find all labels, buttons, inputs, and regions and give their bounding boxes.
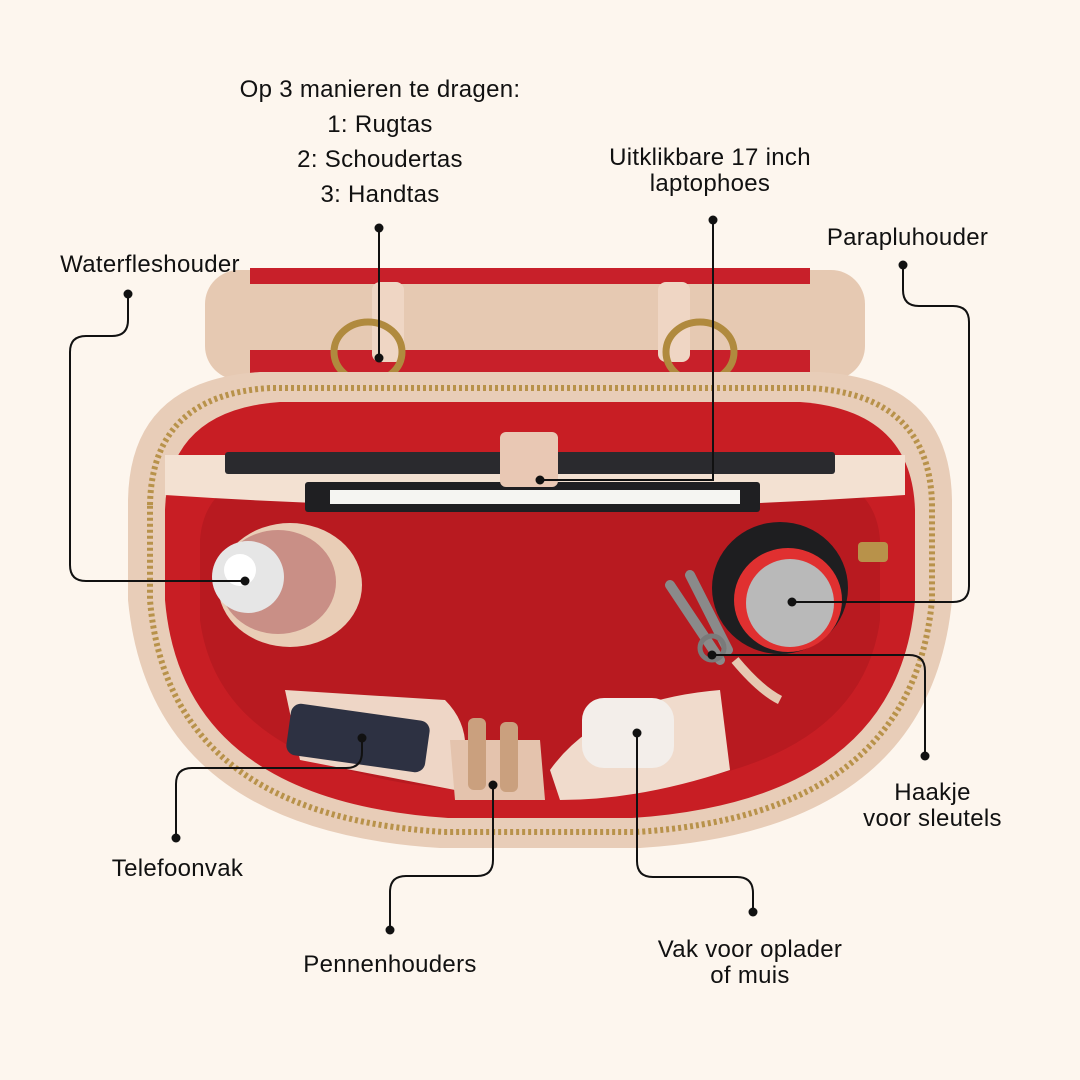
line-pens [389, 785, 494, 930]
key-strap [731, 657, 783, 705]
carry-title: Op 3 manieren te dragen: [239, 76, 521, 103]
dot-charger [632, 728, 642, 738]
dot-pens-bottom [385, 925, 395, 935]
charger-label-line-1: Vak voor oplader [657, 936, 843, 963]
dot-carry [374, 353, 384, 363]
carry-option-3: 3: Handtas [320, 181, 440, 208]
pen-1 [468, 718, 486, 790]
dot-umbrella [787, 597, 797, 607]
notebook-pages [330, 490, 740, 504]
laptop-label-line-2: laptophoes [649, 170, 771, 197]
key-ring [697, 633, 727, 663]
zipper [147, 385, 935, 835]
line-bottle [69, 295, 245, 582]
charger-label-line-2: of muis [710, 962, 790, 989]
charger-case [582, 698, 674, 768]
phone-pocket-label: Telefoonvak [111, 855, 244, 882]
key-hook-label: Haakje voor sleutels [835, 780, 1030, 832]
keys-label-line-2: voor sleutels [863, 805, 1002, 832]
laptop-label-line-1: Uitklikbare 17 inch [609, 144, 811, 171]
line-charger [636, 733, 754, 912]
dot-keys-bottom [920, 751, 930, 761]
dot-phone-bottom [171, 833, 181, 843]
dot-bottle-top [123, 289, 133, 299]
dot-charger-bottom [748, 907, 758, 917]
umbrella-buckle [858, 542, 888, 562]
dot-bottle [240, 576, 250, 586]
bottle-holder-label: Waterfleshouder [60, 251, 240, 278]
line-laptop [540, 220, 714, 481]
flap-lining-edge [250, 268, 810, 284]
umbrella-holder-label: Parapluhouder [826, 224, 989, 251]
dot-laptop-top [708, 215, 718, 225]
pen-holders-label: Pennenhouders [303, 951, 477, 978]
pen-2 [500, 722, 518, 792]
line-phone [175, 738, 363, 838]
carry-option-1: 1: Rugtas [327, 111, 433, 138]
dot-keys [707, 650, 717, 660]
carry-options-label: Op 3 manieren te dragen: 1: Rugtas 2: Sc… [200, 72, 560, 212]
charger-pocket-label: Vak voor oplader of muis [625, 937, 875, 989]
carry-option-2: 2: Schoudertas [297, 146, 463, 173]
dot-phone [357, 733, 367, 743]
keys-label-line-1: Haakje [894, 779, 971, 806]
dot-carry-top [374, 223, 384, 233]
dot-pens [488, 780, 498, 790]
line-umbrella [792, 265, 970, 603]
dot-umbrella-top [898, 260, 908, 270]
line-keys [712, 654, 926, 756]
dot-laptop [535, 475, 545, 485]
sleeve-tab [500, 432, 558, 487]
laptop-sleeve-label: Uitklikbare 17 inch laptophoes [570, 145, 850, 197]
